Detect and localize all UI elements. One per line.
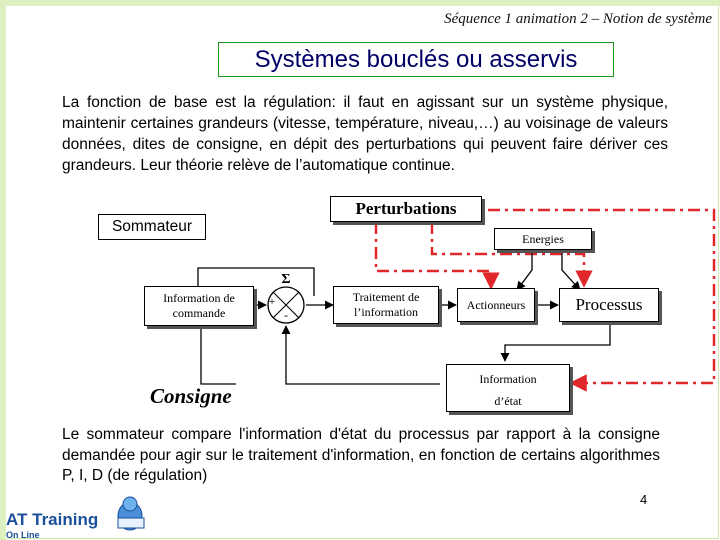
sommateur-label: Sommateur — [98, 214, 206, 240]
page-number: 4 — [640, 492, 648, 507]
logo-subtitle: On Line — [6, 530, 40, 540]
info-commande-box: Information de commande — [144, 286, 254, 326]
explanation-paragraph: Le sommateur compare l'information d'éta… — [62, 426, 660, 484]
information-etat-box: Information d’état — [446, 364, 570, 412]
plus-sign: + — [268, 294, 276, 308]
information-label: Information — [479, 372, 537, 386]
perturbations-box: Perturbations — [330, 196, 482, 222]
traitement-box: Traitement de l’information — [333, 286, 439, 324]
minus-sign: - — [284, 308, 288, 322]
at-training-logo — [117, 496, 145, 531]
slide-title: Systèmes bouclés ou asservis — [218, 42, 614, 77]
consigne-label: Consigne — [150, 384, 232, 408]
actionneurs-box: Actionneurs — [457, 288, 535, 322]
top-band — [0, 0, 720, 6]
energies-box: Energies — [494, 228, 592, 250]
sigma-symbol: Σ — [281, 272, 291, 287]
detat-label: d’état — [494, 394, 522, 408]
logo-name: AT Training — [6, 510, 99, 529]
sequence-header: Séquence 1 animation 2 – Notion de systè… — [444, 11, 712, 27]
intro-paragraph: La fonction de base est la régulation: i… — [62, 94, 668, 174]
left-band — [0, 0, 6, 540]
processus-box: Processus — [559, 288, 659, 322]
